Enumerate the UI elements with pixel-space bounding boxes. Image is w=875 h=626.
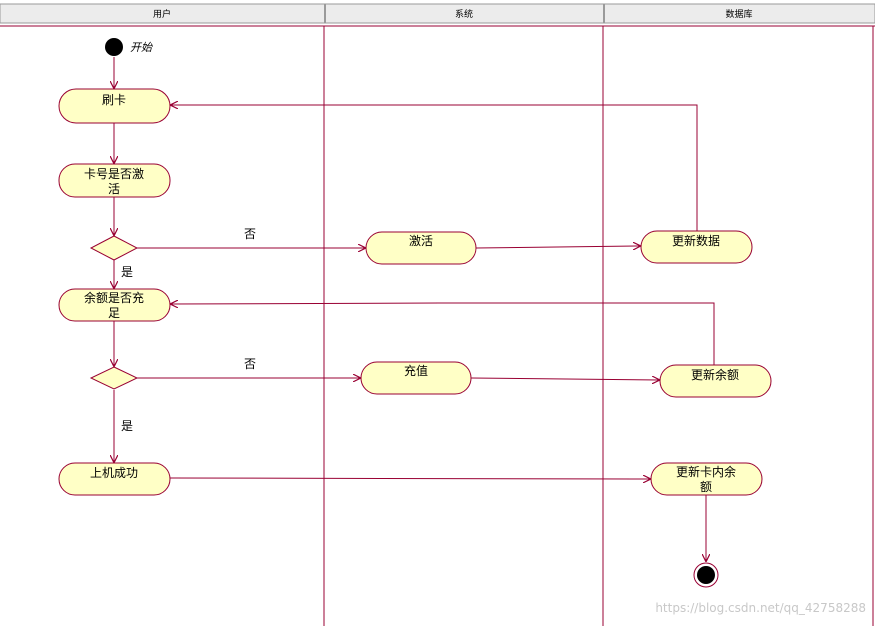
edges: [114, 57, 715, 561]
activity-check-balance: 余额是否充 足: [58, 288, 171, 322]
activity-shape: [58, 163, 171, 198]
lane-header-database: 数据库: [725, 8, 752, 20]
activity-activate: 激活: [365, 231, 477, 265]
activity-shape: [640, 230, 753, 264]
header-bar: [0, 3, 875, 24]
swimlane-header: 用户 系统 数据库: [0, 3, 875, 24]
activity-update-card-balance: 更新卡内余 额: [650, 462, 763, 496]
decision-balance-sufficient: [89, 366, 139, 390]
lane-header-user: 用户: [153, 8, 171, 20]
activity-label: 充值: [404, 363, 428, 378]
activity-shape: [58, 288, 171, 322]
activity-check-card-active: 卡号是否激 活: [58, 163, 171, 198]
edge-login-ok-update-card-balance: [169, 478, 650, 479]
activity-shape: [58, 462, 171, 496]
activity-update-data: 更新数据: [640, 230, 753, 264]
decision-card-active: [89, 235, 139, 261]
activity-shape: [365, 231, 477, 265]
activity-shape: [650, 462, 763, 496]
edge-label-yes-2: 是: [121, 419, 133, 433]
edge-label-no-2: 否: [244, 357, 256, 371]
edge-update-balance-check-balance: [171, 303, 715, 365]
edge-label-yes-1: 是: [121, 265, 133, 279]
activity-update-balance: 更新余额: [659, 364, 772, 398]
activity-shape: [58, 88, 171, 124]
activity-label: 更新余额: [691, 367, 739, 382]
lane-header-system: 系统: [455, 8, 473, 20]
activity-label: 上机成功: [90, 466, 138, 480]
start-node: [105, 38, 123, 56]
edge-activate-update-data: [475, 246, 640, 248]
activity-label-line1: 余额是否充: [84, 290, 144, 305]
activity-label: 激活: [409, 234, 433, 248]
edge-update-data-swipe: [171, 105, 698, 232]
activity-shape: [360, 361, 472, 395]
activity-shape: [659, 364, 772, 398]
activity-label-line2: 活: [108, 182, 120, 196]
activity-swipe-card: 刷卡: [58, 88, 171, 124]
end-node-core: [697, 566, 715, 584]
edge-recharge-update-balance: [470, 378, 659, 380]
end-node: [693, 562, 719, 588]
activity-label-line1: 卡号是否激: [84, 167, 144, 181]
activity-label: 更新数据: [672, 233, 720, 248]
activity-label: 刷卡: [102, 93, 126, 107]
activity-login-success: 上机成功: [58, 462, 171, 496]
activity-label-line1: 更新卡内余: [676, 464, 736, 479]
activity-label-line2: 足: [108, 306, 120, 320]
activity-label-line2: 额: [700, 480, 712, 494]
watermark-text: https://blog.csdn.net/qq_42758288: [655, 601, 866, 615]
start-label: 开始: [130, 41, 153, 54]
edge-label-no-1: 否: [244, 227, 256, 241]
activity-recharge: 充值: [360, 361, 472, 395]
